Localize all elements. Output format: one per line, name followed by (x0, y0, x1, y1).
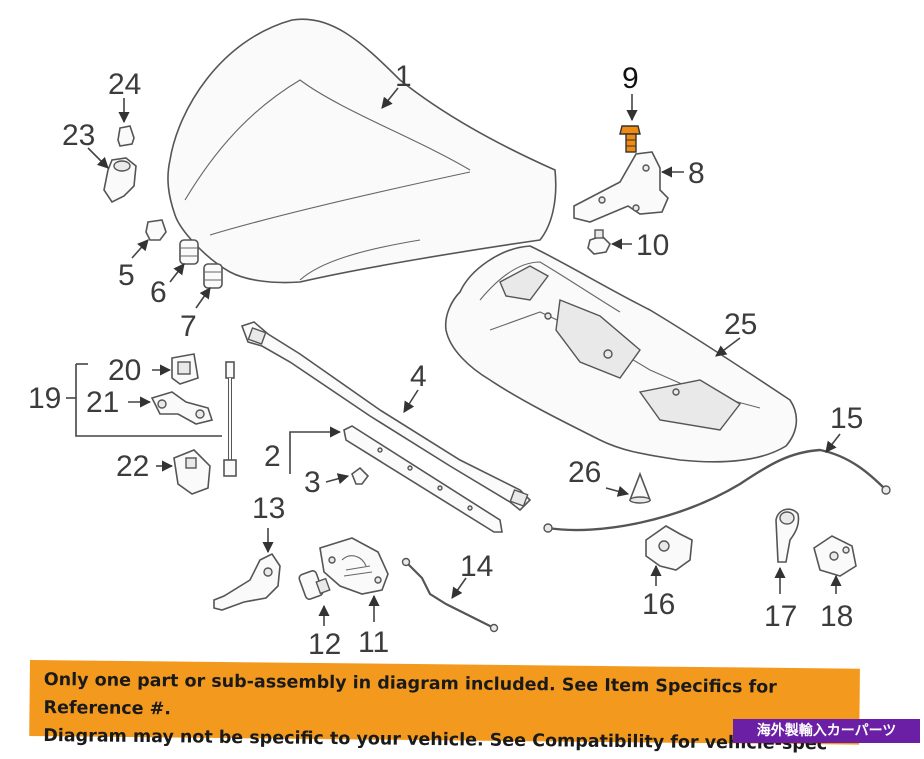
callout-line-7 (195, 287, 211, 309)
callout-1: 1 (395, 60, 412, 93)
callout-10: 10 (636, 229, 669, 262)
callout-17: 17 (764, 600, 797, 633)
bumper-part-5 (145, 219, 167, 241)
clip-part-3 (351, 466, 370, 485)
callout-5: 5 (118, 259, 135, 292)
clip-part-24 (117, 125, 135, 147)
grommet-part-20 (171, 353, 199, 385)
callout-9: 9 (622, 62, 639, 95)
callout-8: 8 (688, 157, 705, 190)
striker-part-13 (213, 552, 281, 611)
callout-25: 25 (724, 308, 757, 341)
callout-3: 3 (304, 466, 321, 499)
callout-11: 11 (358, 626, 389, 659)
callout-20: 20 (108, 354, 141, 387)
callout-2: 2 (264, 440, 281, 473)
latch-part-11 (319, 537, 389, 595)
callout-line-4 (403, 389, 419, 413)
handle-part-17 (775, 508, 800, 563)
prop-rod-part-19 (223, 361, 237, 477)
hinge-part-8 (573, 151, 669, 223)
callout-18: 18 (820, 600, 853, 633)
callout-15: 15 (830, 402, 863, 435)
callout-line-1 (381, 87, 399, 109)
cylinder-part-12 (298, 570, 331, 600)
callout-21: 21 (86, 386, 119, 419)
callout-line-15 (825, 433, 841, 453)
callout-22: 22 (116, 450, 149, 483)
callout-bracket-19 (75, 364, 222, 437)
callout-6: 6 (150, 276, 167, 309)
callout-16: 16 (642, 588, 675, 621)
callout-line-2 (289, 426, 342, 458)
callout-line-14 (451, 577, 467, 599)
lock-part-16 (645, 525, 693, 571)
callout-23: 23 (62, 119, 95, 152)
callout-13: 13 (252, 492, 285, 525)
callout-12: 12 (308, 628, 341, 661)
callout-line-26 (605, 485, 630, 497)
notice-text: Only one part or sub-assembly in diagram… (43, 666, 864, 759)
callout-14: 14 (460, 550, 493, 583)
strip-part-2 (343, 425, 503, 533)
seal-part-4 (240, 321, 532, 512)
callout-line-6 (169, 263, 185, 283)
hood-part (167, 18, 557, 284)
callout-24: 24 (108, 68, 141, 101)
callout-7: 7 (180, 310, 197, 343)
callout-line-5 (131, 239, 149, 259)
callout-26: 26 (568, 456, 601, 489)
callout-4: 4 (410, 360, 427, 393)
import-parts-badge: 海外製輸入カーパーツ (733, 719, 920, 743)
callout-line-3 (325, 473, 350, 485)
rod-part-14 (401, 557, 499, 633)
holder-part-22 (173, 449, 211, 495)
insulator-part-25 (444, 245, 798, 463)
cable-part-15 (543, 448, 891, 533)
nut-part-10 (587, 229, 611, 255)
callout-line-25 (715, 337, 741, 357)
bolt-part-9 (619, 125, 641, 153)
bumper-part-7 (203, 263, 223, 289)
bracket-part-21 (150, 391, 214, 425)
callout-line-23 (87, 147, 109, 169)
cone-part-26 (628, 471, 652, 504)
bracket-part-23 (103, 157, 137, 204)
cover-part-18 (813, 535, 857, 577)
callout-19: 19 (28, 382, 61, 415)
bumper-part-6 (179, 239, 199, 265)
